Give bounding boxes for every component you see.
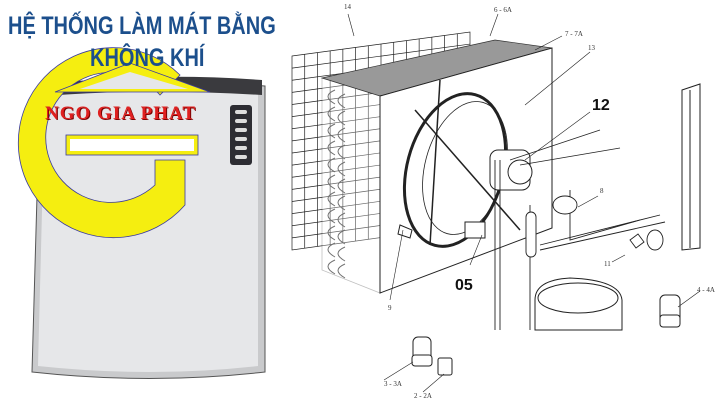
label-valve: 11 [604, 260, 611, 268]
coil-bend [327, 242, 346, 262]
condenser-housing [379, 47, 553, 294]
label-sensor: 9 [388, 304, 392, 312]
capacitor-4a [659, 294, 681, 328]
label-fins: 6 - 6A [494, 6, 512, 14]
label-grid: 14 [344, 3, 352, 11]
refrigerant-pipes [494, 160, 666, 330]
label-capacitor-b: 3 - 3A [384, 380, 402, 388]
coil-bend [327, 174, 346, 194]
coil-bend [327, 157, 346, 177]
coil-bend [327, 123, 346, 143]
label-relay: 2 - 2A [414, 392, 432, 400]
label-fan-bracket: 13 [588, 44, 596, 52]
capacitor-3a [411, 336, 433, 367]
mounting-bracket [681, 83, 701, 251]
label-fan-motor: 12 [592, 97, 610, 114]
relay-2a [437, 357, 453, 376]
coil-bend [327, 106, 346, 126]
grid-line [291, 43, 471, 69]
leader-lines [347, 13, 701, 393]
coil-bend [327, 89, 346, 109]
coil-bend [327, 259, 346, 279]
brand-name: NGO GIA PHAT [45, 103, 196, 124]
label-pressure-switch: 8 [600, 187, 604, 195]
label-capacitor-a: 4 - 4A [697, 286, 715, 294]
label-housing: 7 - 7A [565, 30, 583, 38]
compressor [534, 277, 623, 331]
coil-bend [327, 208, 346, 228]
coil-bend [327, 225, 346, 245]
title-line-2: KHÔNG KHÍ [90, 44, 205, 72]
coil-tubes [327, 89, 346, 279]
coil-bend [327, 140, 346, 160]
title-line-1: HỆ THỐNG LÀM MÁT BẰNG [8, 12, 276, 40]
label-solenoid: 05 [455, 277, 473, 294]
coil-bend [327, 191, 346, 211]
logo-g-icon [17, 47, 211, 239]
